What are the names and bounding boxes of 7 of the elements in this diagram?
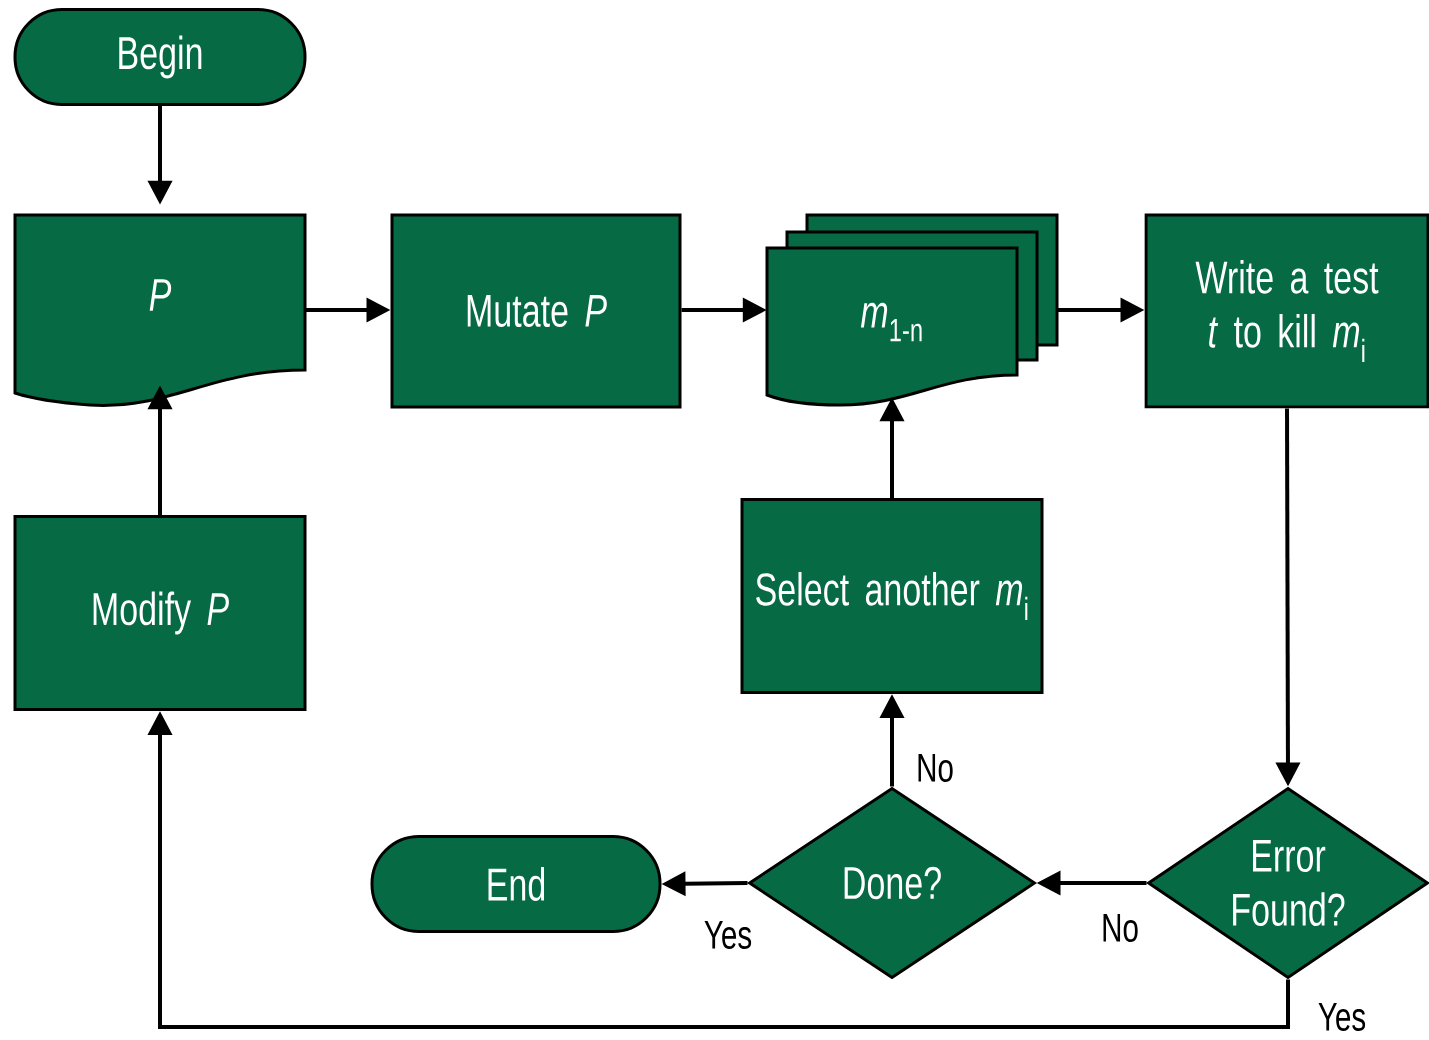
process-box: Write a test t to kill m$_{i}$	[1144, 213, 1429, 409]
edge-label: No	[1103, 914, 1138, 942]
process-box: Modify P	[13, 515, 307, 711]
edge-label: No	[918, 754, 953, 782]
process-box: Mutate P	[390, 213, 682, 409]
process-box: Select another m$_{i}$	[740, 498, 1044, 694]
edge-label: Yes	[1318, 1003, 1366, 1031]
